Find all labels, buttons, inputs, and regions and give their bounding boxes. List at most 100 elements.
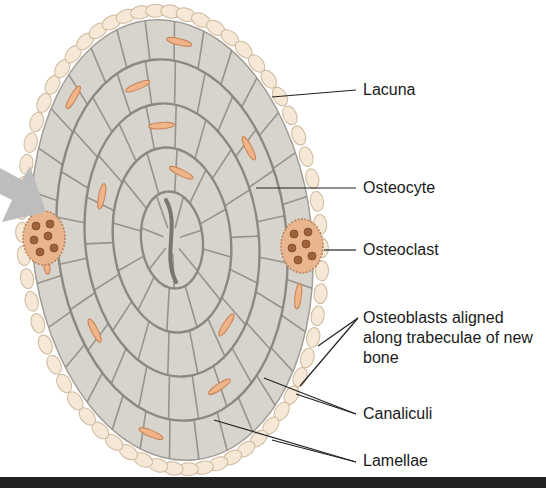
osteoblast-cell: [22, 131, 39, 153]
canaliculus: [242, 78, 257, 107]
osteoblast-cell: [313, 283, 328, 304]
canaliculus: [283, 197, 307, 205]
canaliculus: [175, 105, 176, 149]
canaliculus: [70, 293, 95, 310]
canaliculus: [138, 321, 149, 360]
canaliculus: [113, 223, 141, 231]
bottom-bar: [0, 477, 546, 488]
canaliculus: [179, 248, 198, 271]
osteocyte: [64, 84, 83, 110]
osteoclast-body: [23, 211, 65, 265]
leader-line: [300, 318, 358, 386]
canaliculus: [59, 258, 86, 264]
canaliculus: [281, 315, 305, 332]
part-label: Osteoblasts aligned along trabeculae of …: [363, 308, 535, 368]
canaliculus: [112, 395, 123, 429]
canaliculus: [37, 276, 61, 284]
osteon: [10, 4, 335, 476]
canaliculus: [118, 256, 144, 271]
nucleus: [290, 230, 298, 238]
label-slot: Osteoclast: [363, 240, 533, 260]
nucleus: [30, 236, 38, 244]
canaliculus: [169, 419, 171, 458]
osteocyte: [138, 426, 164, 442]
canaliculus: [175, 197, 183, 228]
osteocyte: [240, 135, 258, 161]
osteocyte: [168, 164, 194, 181]
osteoblast-cell: [309, 190, 325, 212]
part-label: Osteocyte: [363, 178, 533, 198]
osteocyte: [86, 318, 103, 344]
canaliculus: [168, 375, 170, 419]
canaliculus: [185, 286, 197, 328]
canaliculus: [93, 97, 112, 132]
canaliculus: [197, 73, 205, 114]
canaliculus: [49, 312, 71, 328]
label-slot: Canaliculi: [363, 404, 533, 424]
canaliculus: [145, 21, 150, 60]
nucleus: [288, 244, 296, 252]
canaliculus: [212, 149, 231, 178]
canaliculus: [249, 170, 274, 187]
osteocyte: [96, 183, 107, 210]
canaliculus: [192, 375, 199, 419]
direction-arrow: [0, 166, 46, 222]
canaliculus: [168, 332, 169, 376]
osteocyte: [166, 36, 193, 48]
nucleus: [302, 240, 310, 248]
leader-line: [272, 90, 356, 97]
canaliculus: [257, 376, 276, 406]
canaliculus: [238, 397, 253, 432]
canaliculus: [231, 236, 259, 237]
osteoblast-cell: [310, 305, 326, 327]
canaliculus: [167, 288, 169, 331]
nucleus: [308, 252, 316, 260]
canaliculus: [217, 412, 227, 450]
leader-line: [214, 420, 356, 462]
nucleus: [44, 232, 52, 240]
canaliculus: [200, 209, 226, 224]
osteocyte: [293, 283, 303, 310]
canaliculus: [225, 190, 250, 206]
canaliculus: [190, 170, 206, 203]
lamella-ring: [71, 95, 272, 386]
canaliculus: [141, 228, 163, 237]
canaliculus: [74, 131, 98, 158]
canaliculus: [256, 292, 283, 309]
osteoclast: [281, 219, 323, 273]
canaliculus: [273, 153, 295, 169]
canaliculus: [91, 48, 106, 83]
osteoblast-cell: [19, 268, 35, 290]
nucleus: [46, 220, 54, 228]
canaliculus: [117, 30, 127, 68]
canaliculus: [123, 180, 146, 209]
lamella-ring: [104, 142, 240, 339]
canaliculus: [194, 420, 199, 459]
canaliculus: [221, 50, 232, 84]
canaliculus: [271, 348, 293, 372]
nucleus: [304, 228, 312, 236]
leader-line: [272, 440, 356, 462]
osteoclast-body: [281, 219, 323, 273]
central-canal: [166, 200, 176, 282]
nucleus: [50, 244, 58, 252]
nucleus: [32, 222, 40, 230]
leader-line: [256, 187, 356, 188]
canaliculus: [139, 366, 147, 407]
canaliculus: [94, 274, 119, 290]
leader-line: [324, 249, 356, 250]
nucleus: [294, 256, 302, 264]
canaliculus: [259, 112, 278, 135]
canaliculus: [119, 124, 136, 162]
label-slot: Osteoblasts aligned along trabeculae of …: [363, 308, 535, 368]
canaliculus: [65, 345, 84, 368]
canaliculus: [87, 373, 102, 402]
canaliculus: [195, 120, 206, 159]
leader-lines: [214, 90, 358, 462]
canaliculus: [39, 148, 63, 165]
canaliculus: [174, 61, 176, 105]
canaliculus: [190, 331, 198, 374]
canaliculus: [203, 249, 231, 257]
